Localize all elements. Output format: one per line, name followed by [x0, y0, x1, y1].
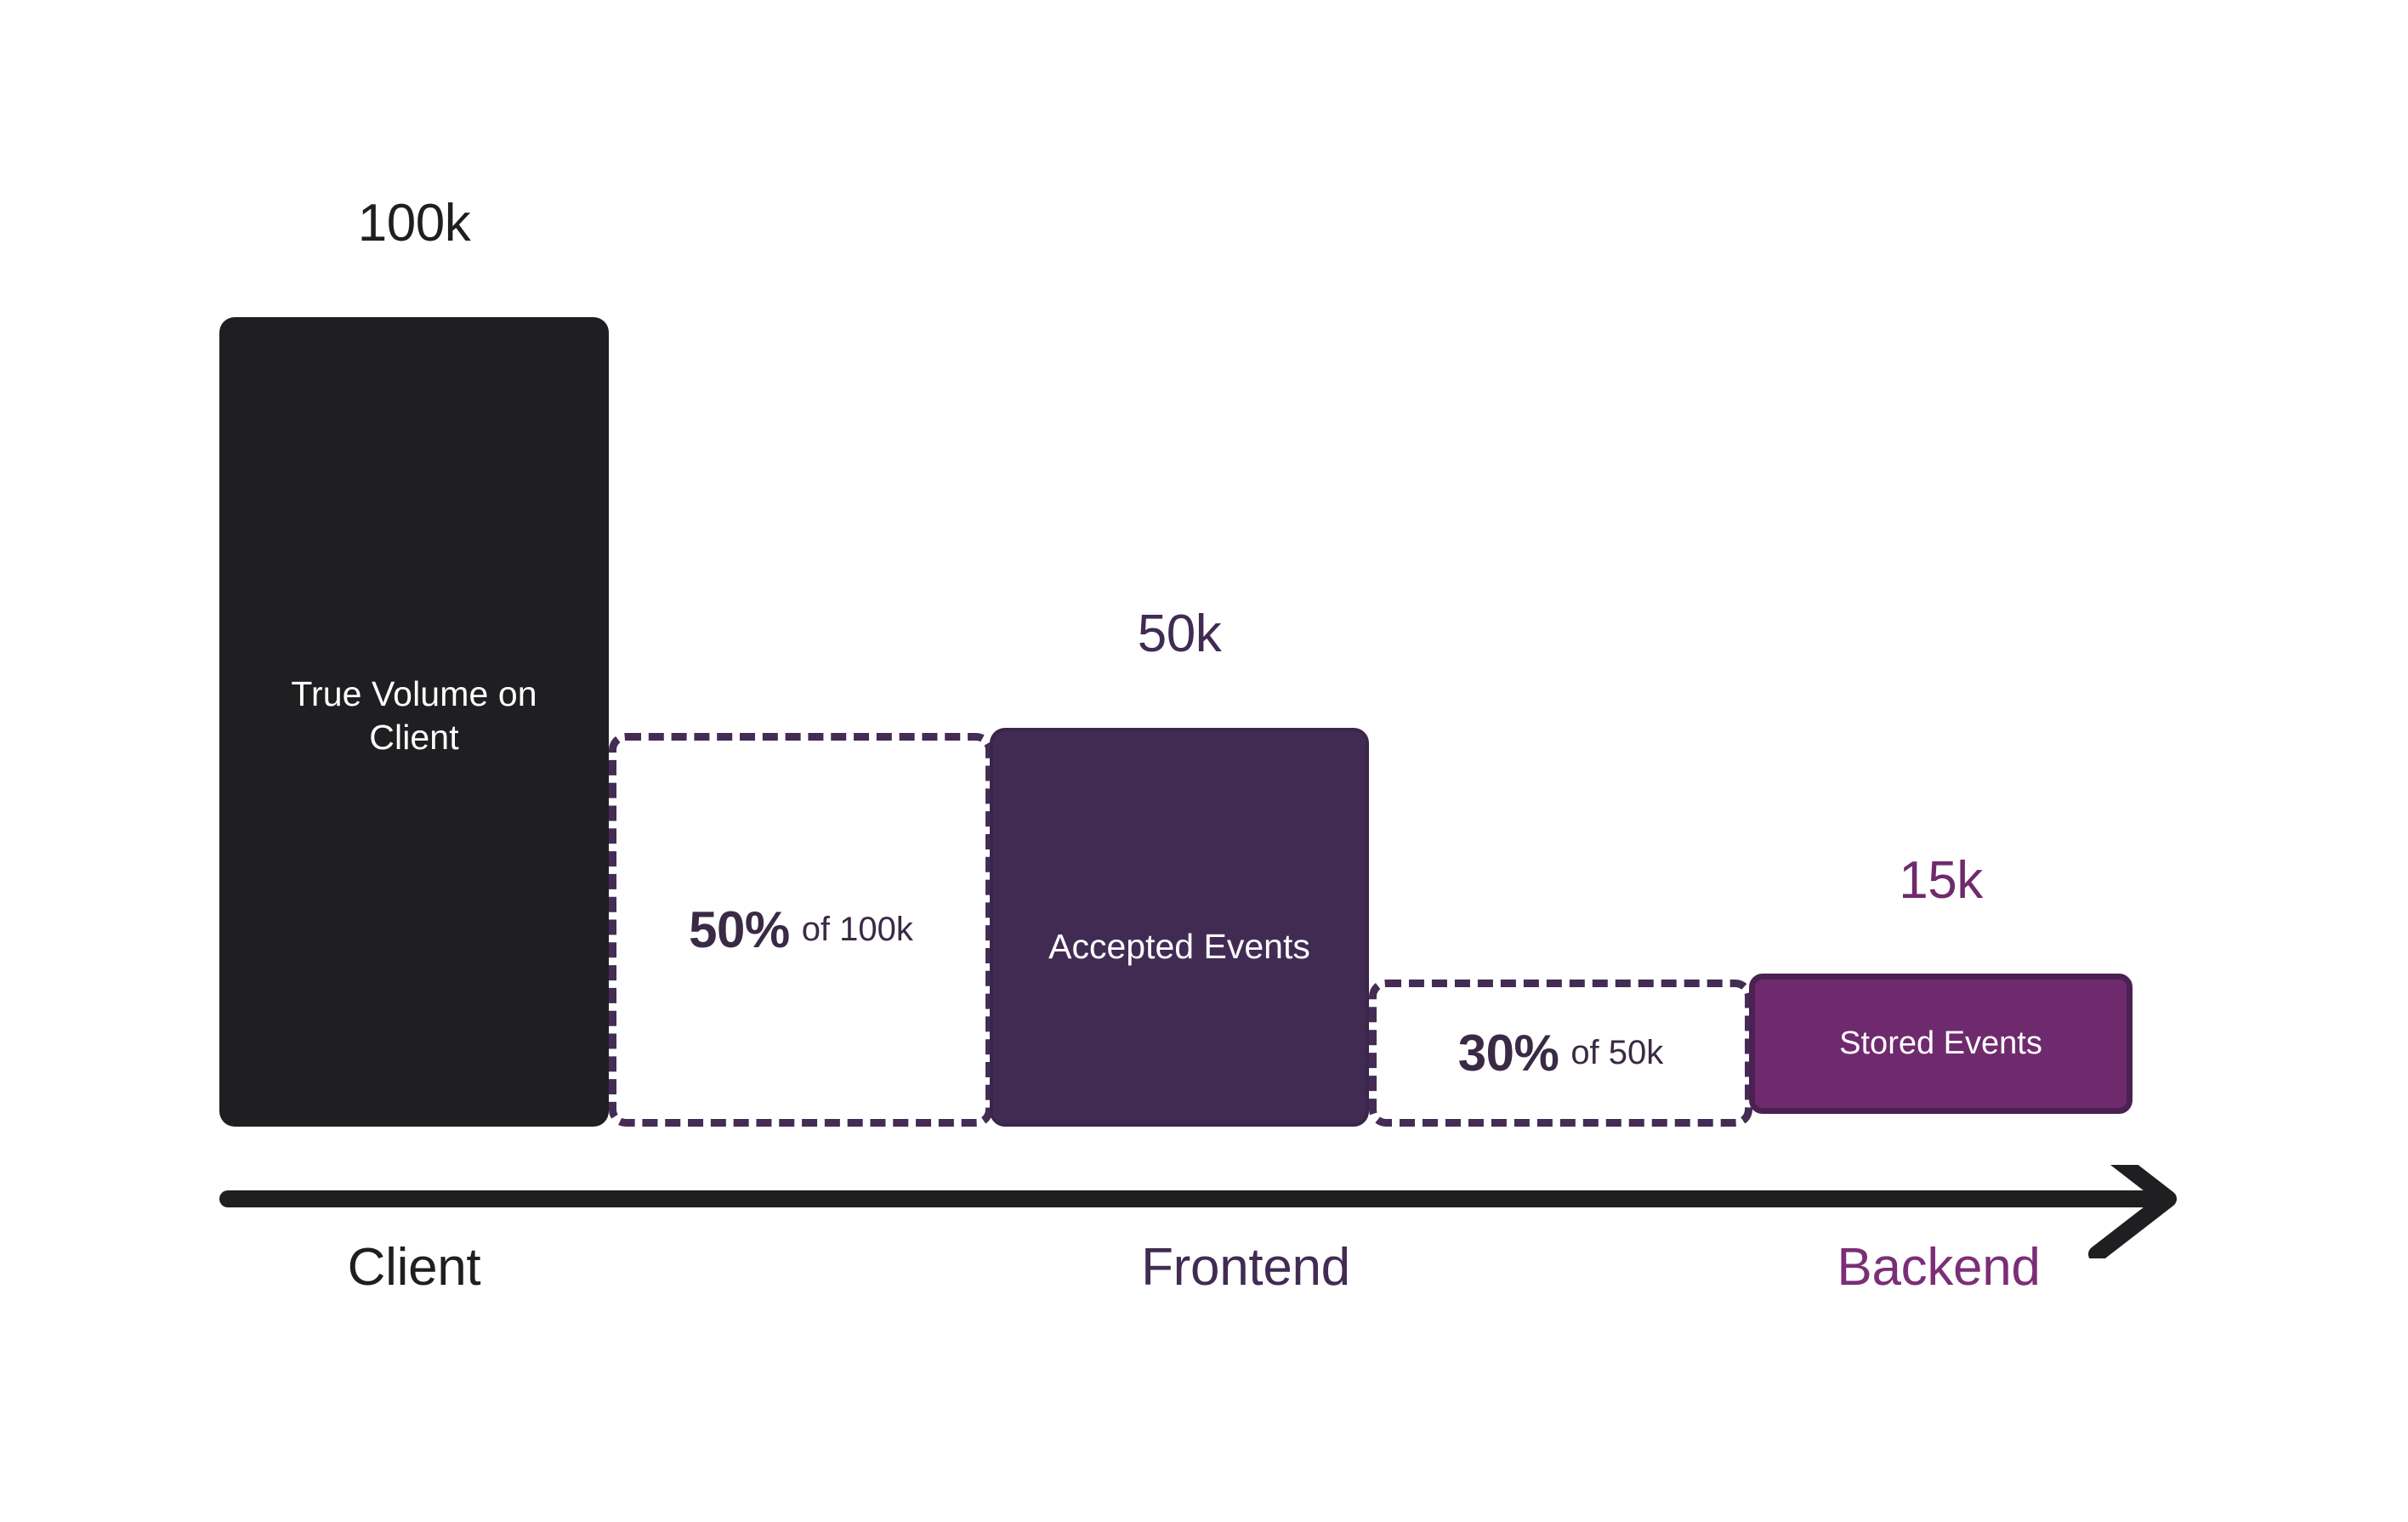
loss-percent-first: 50% [689, 901, 790, 958]
loss-box-client-to-frontend: 50% of 100k [609, 733, 993, 1127]
stage-label-frontend: Frontend [1141, 1238, 1350, 1297]
bar-stored-events: Stored Events [1749, 974, 2133, 1114]
loss-box-frontend-to-backend: 30% of 50k [1369, 980, 1752, 1127]
value-label-client: 100k [357, 194, 471, 253]
bar-accepted-label: Accepted Events [1048, 927, 1310, 966]
loss-percent-second: 30% [1457, 1025, 1559, 1082]
stage-label-backend: Backend [1837, 1238, 2041, 1297]
bar-client-label: True Volume on Client [291, 674, 537, 757]
loss-basis-first: of 100k [801, 911, 913, 948]
value-label-stored: 15k [1899, 851, 1983, 910]
bar-client: True Volume on Client [219, 317, 609, 1127]
loss-basis-second: of 50k [1570, 1034, 1664, 1071]
bar-stored-label: Stored Events [1839, 1025, 2042, 1062]
value-label-accepted: 50k [1137, 605, 1222, 663]
stage-label-client: Client [347, 1238, 481, 1297]
bar-accepted-events: Accepted Events [990, 728, 1369, 1127]
